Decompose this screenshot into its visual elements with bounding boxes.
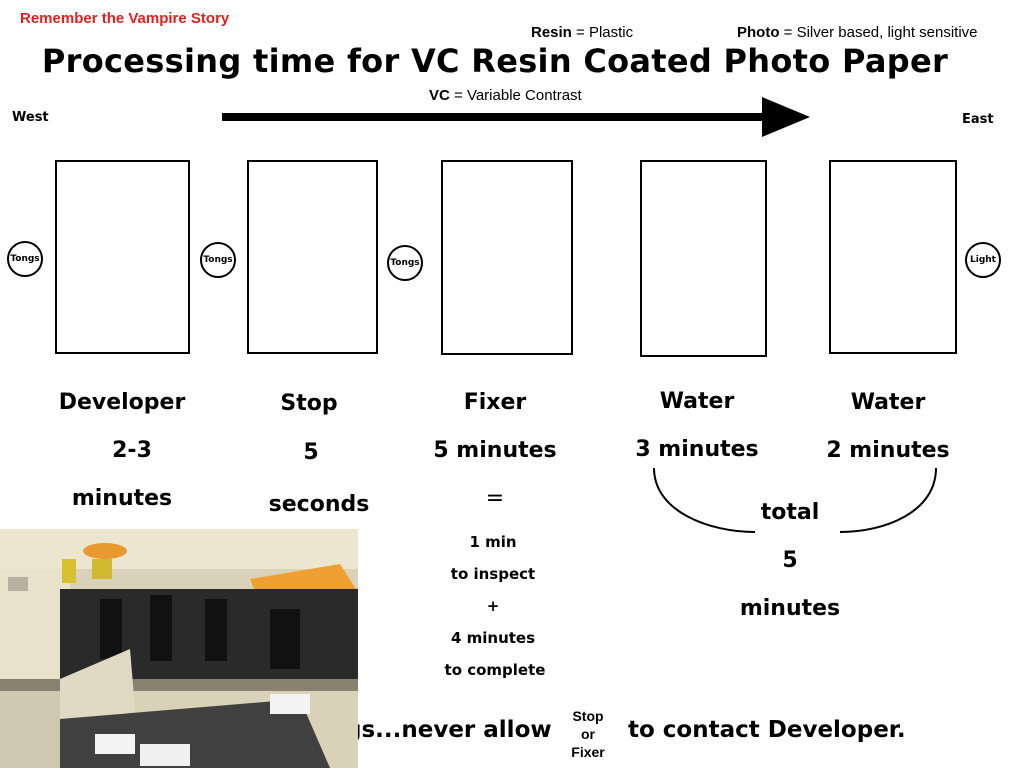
photo-term: Photo: [737, 24, 780, 41]
arrow-shaft: [222, 113, 767, 121]
resin-def: = Plastic: [576, 24, 634, 41]
photo-wall-sign: [8, 577, 28, 591]
developer-time: 2-3: [112, 438, 152, 463]
stop-word: Stop: [572, 708, 604, 724]
tongs-label-2: Tongs: [203, 255, 233, 265]
bracket-right-curve: [839, 467, 937, 533]
fixer-plus: +: [486, 597, 500, 615]
photo-tray-2: [140, 744, 190, 766]
tongs-circle-2: Tongs: [200, 242, 236, 278]
water-total-label: total: [760, 500, 820, 525]
photo-definition: Photo = Silver based, light sensitive: [737, 24, 978, 41]
photo-paper: [270, 694, 310, 714]
water-total-unit: minutes: [739, 596, 841, 621]
fixer-word: Fixer: [571, 744, 605, 760]
developer-time-unit: minutes: [71, 486, 173, 511]
vampire-story-note: Remember the Vampire Story: [20, 10, 230, 27]
fixer-time: 5 minutes: [433, 438, 557, 463]
water-2-time: 2 minutes: [826, 438, 950, 463]
warning-part-2: to contact Developer.: [628, 717, 906, 743]
photo-cabinet: [0, 691, 60, 768]
fixer-complete-label: to complete: [444, 661, 546, 679]
water-2-label: Water: [850, 390, 926, 415]
developer-tray: [55, 160, 190, 354]
fixer-label: Fixer: [463, 390, 527, 415]
resin-term: Resin: [531, 24, 572, 41]
tongs-label-1: Tongs: [10, 254, 40, 264]
darkroom-photo: [0, 529, 358, 768]
water-total-bracket: [653, 467, 937, 533]
east-label: East: [962, 112, 994, 127]
water-1-time: 3 minutes: [635, 437, 759, 462]
water-1-label: Water: [659, 389, 735, 414]
fixer-tray: [441, 160, 573, 355]
tongs-label-3: Tongs: [390, 258, 420, 268]
water-tray-1: [640, 160, 767, 357]
photo-enlarger-1: [100, 599, 122, 659]
fixer-inspect-label: to inspect: [450, 565, 536, 583]
west-label: West: [12, 110, 49, 125]
stop-time-unit: seconds: [268, 492, 370, 517]
vc-term: VC: [429, 87, 450, 104]
stop-tray: [247, 160, 378, 354]
light-circle: Light: [965, 242, 1001, 278]
vc-definition: VC = Variable Contrast: [429, 87, 582, 104]
flow-arrow: [222, 97, 810, 137]
photo-ceiling: [0, 529, 358, 569]
photo-yellow-card: [62, 559, 76, 583]
fixer-equals: =: [485, 486, 505, 511]
warning-part-1: gs...never allow: [345, 717, 552, 743]
photo-enlarger-4: [270, 609, 300, 669]
photo-yellow-card-2: [92, 559, 112, 579]
resin-definition: Resin = Plastic: [531, 24, 633, 41]
bracket-left-curve: [653, 467, 756, 533]
stop-label: Stop: [280, 391, 338, 416]
photo-enlarger-3: [205, 599, 227, 661]
or-word: or: [581, 726, 595, 742]
arrow-head: [762, 97, 810, 137]
fixer-complete-time: 4 minutes: [450, 629, 536, 647]
developer-label: Developer: [58, 390, 186, 415]
photo-safelight-left: [83, 543, 127, 559]
page-title: Processing time for VC Resin Coated Phot…: [41, 42, 949, 80]
light-label: Light: [970, 255, 996, 265]
fixer-inspect-time: 1 min: [469, 533, 517, 551]
tongs-circle-1: Tongs: [7, 241, 43, 277]
water-total-value: 5: [782, 548, 798, 573]
photo-def: = Silver based, light sensitive: [783, 24, 978, 41]
stop-time: 5: [303, 440, 319, 465]
water-tray-2: [829, 160, 957, 354]
tongs-circle-3: Tongs: [387, 245, 423, 281]
vc-def: = Variable Contrast: [454, 87, 582, 104]
photo-counter: [0, 679, 358, 691]
photo-enlarger-2: [150, 595, 172, 661]
photo-tray-1: [95, 734, 135, 754]
stop-or-fixer-stack: Stop or Fixer: [558, 707, 618, 761]
